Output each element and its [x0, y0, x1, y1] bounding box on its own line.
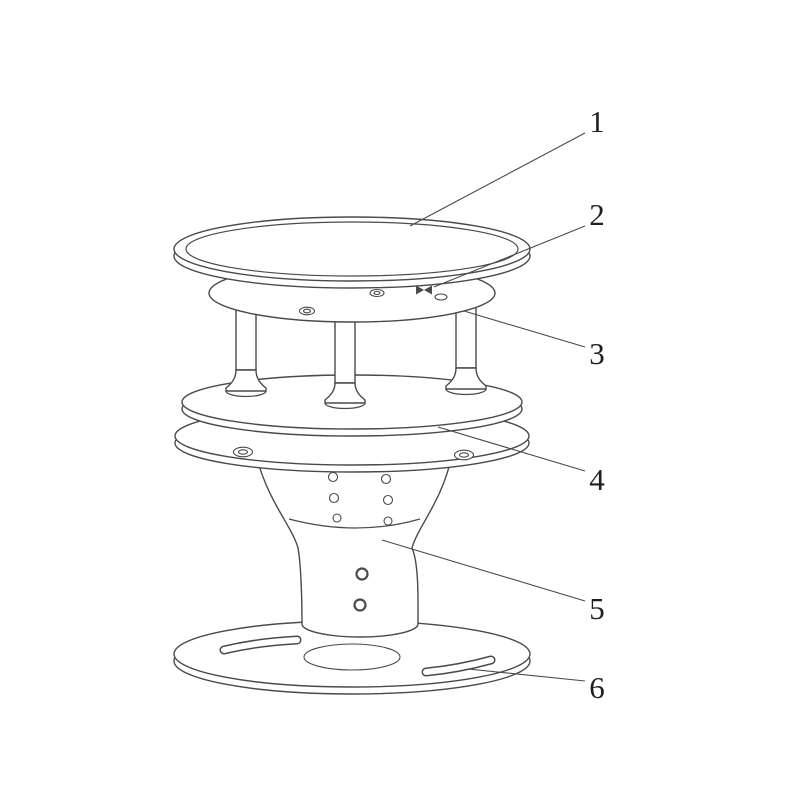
callout-3-leader [463, 310, 586, 348]
body-hole [328, 492, 340, 504]
callouts: 1 2 3 4 5 6 [381, 104, 605, 705]
callout-6-label: 6 [589, 670, 605, 705]
callout-1-leader [409, 132, 586, 227]
sensor-body [255, 454, 453, 638]
callout-5-leader [381, 539, 586, 602]
callout-6-leader [467, 668, 586, 682]
mounting-base [173, 620, 531, 695]
body-hole [380, 473, 392, 485]
body-hole [383, 516, 393, 526]
callout-2-label: 2 [589, 197, 605, 232]
body-seam [288, 518, 421, 529]
body-hole [382, 494, 394, 506]
callout-1-label: 1 [589, 104, 605, 139]
base-center-hole [303, 643, 401, 671]
callout-5-label: 5 [589, 591, 605, 626]
body-hole [327, 471, 339, 483]
callout-3-label: 3 [589, 336, 605, 371]
transducer-marker [416, 285, 432, 295]
body-hole [332, 513, 342, 523]
cap-inner-edge [185, 221, 519, 277]
callout-4-leader [437, 426, 586, 472]
body-hole-large [353, 598, 367, 612]
body-outline [255, 454, 453, 638]
top-cap [173, 216, 531, 289]
callout-4-label: 4 [589, 462, 605, 497]
plate-hole [434, 293, 448, 301]
cap-top-surface [173, 216, 531, 282]
callout-2-leader [433, 225, 586, 288]
body-hole-large [355, 567, 369, 581]
